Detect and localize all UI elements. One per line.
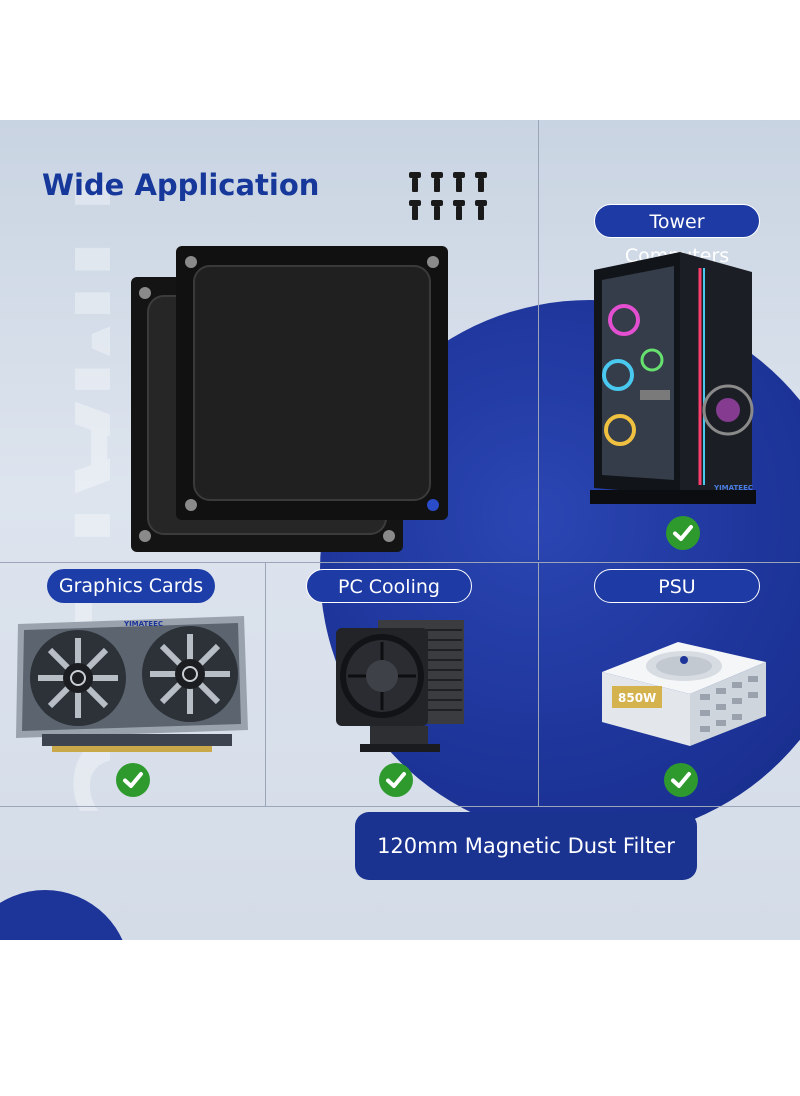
screw-icon: [409, 172, 421, 192]
screw-icon: [475, 172, 487, 192]
grid-divider: [0, 562, 800, 563]
screw-icon: [453, 200, 465, 220]
product-name-banner: 120mm Magnetic Dust Filter: [355, 812, 697, 880]
dust-filter-image: [131, 246, 448, 552]
blue-corner-decoration: [0, 890, 130, 940]
power-supply-image: 850W: [602, 642, 766, 746]
screw-icon: [431, 200, 443, 220]
grid-divider: [538, 562, 539, 806]
svg-text:850W: 850W: [618, 691, 656, 705]
label-pc-cooling: PC Cooling: [306, 569, 472, 603]
label-psu: PSU: [594, 569, 760, 603]
cpu-cooler-image: [336, 620, 464, 752]
svg-text:YIMATEEC: YIMATEEC: [123, 620, 163, 628]
check-icon: [379, 763, 413, 797]
page-title: Wide Application: [42, 168, 320, 202]
screw-icon: [409, 200, 421, 220]
graphics-card-image: YIMATEEC: [16, 616, 248, 752]
tower-computer-image: YIMATEEC: [590, 252, 756, 504]
grid-divider: [538, 120, 539, 560]
grid-divider: [0, 806, 800, 807]
watermark-logo: YIMATEEC: [46, 148, 110, 818]
label-tower-computers: Tower Computers: [594, 204, 760, 267]
grid-divider: [265, 562, 266, 806]
screw-icon: [431, 172, 443, 192]
screw-icon: [475, 200, 487, 220]
check-icon: [666, 516, 700, 550]
check-icon: [664, 763, 698, 797]
screw-icon: [453, 172, 465, 192]
svg-text:YIMATEEC: YIMATEEC: [713, 484, 753, 492]
label-graphics-cards: Graphics Cards: [47, 569, 215, 603]
check-icon: [116, 763, 150, 797]
screws-image: [409, 172, 487, 220]
